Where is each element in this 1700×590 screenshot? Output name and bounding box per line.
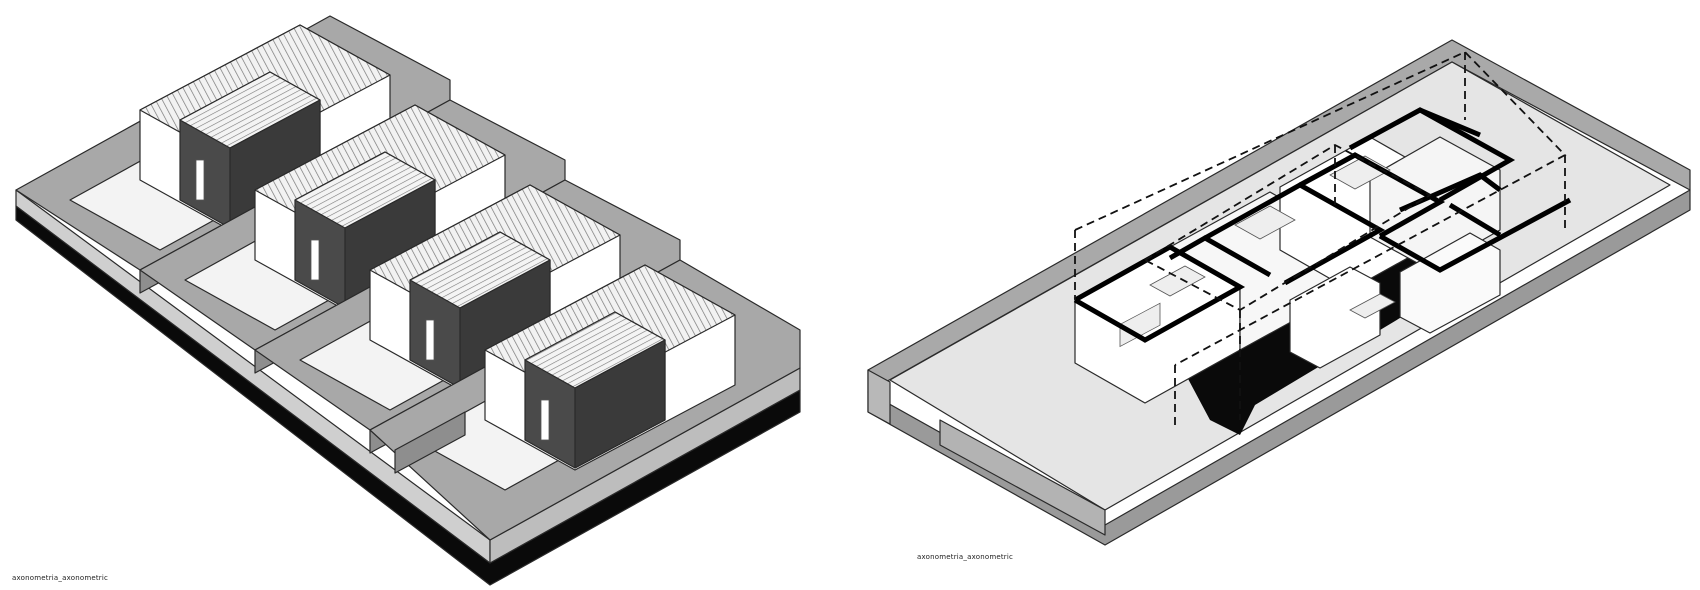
lot-4 xyxy=(369,259,801,541)
row-houses-axonometric xyxy=(15,15,801,586)
lot-2 xyxy=(139,99,566,374)
upper-floor-plan-outline xyxy=(1073,107,1572,343)
right-figure-caption: axonometria_axonometric xyxy=(917,553,1014,561)
dashed-volume-outline xyxy=(1074,50,1567,430)
left-figure-caption: axonometria_axonometric xyxy=(12,574,109,582)
single-house-axonometric xyxy=(867,39,1691,546)
lot-1 xyxy=(15,15,451,294)
